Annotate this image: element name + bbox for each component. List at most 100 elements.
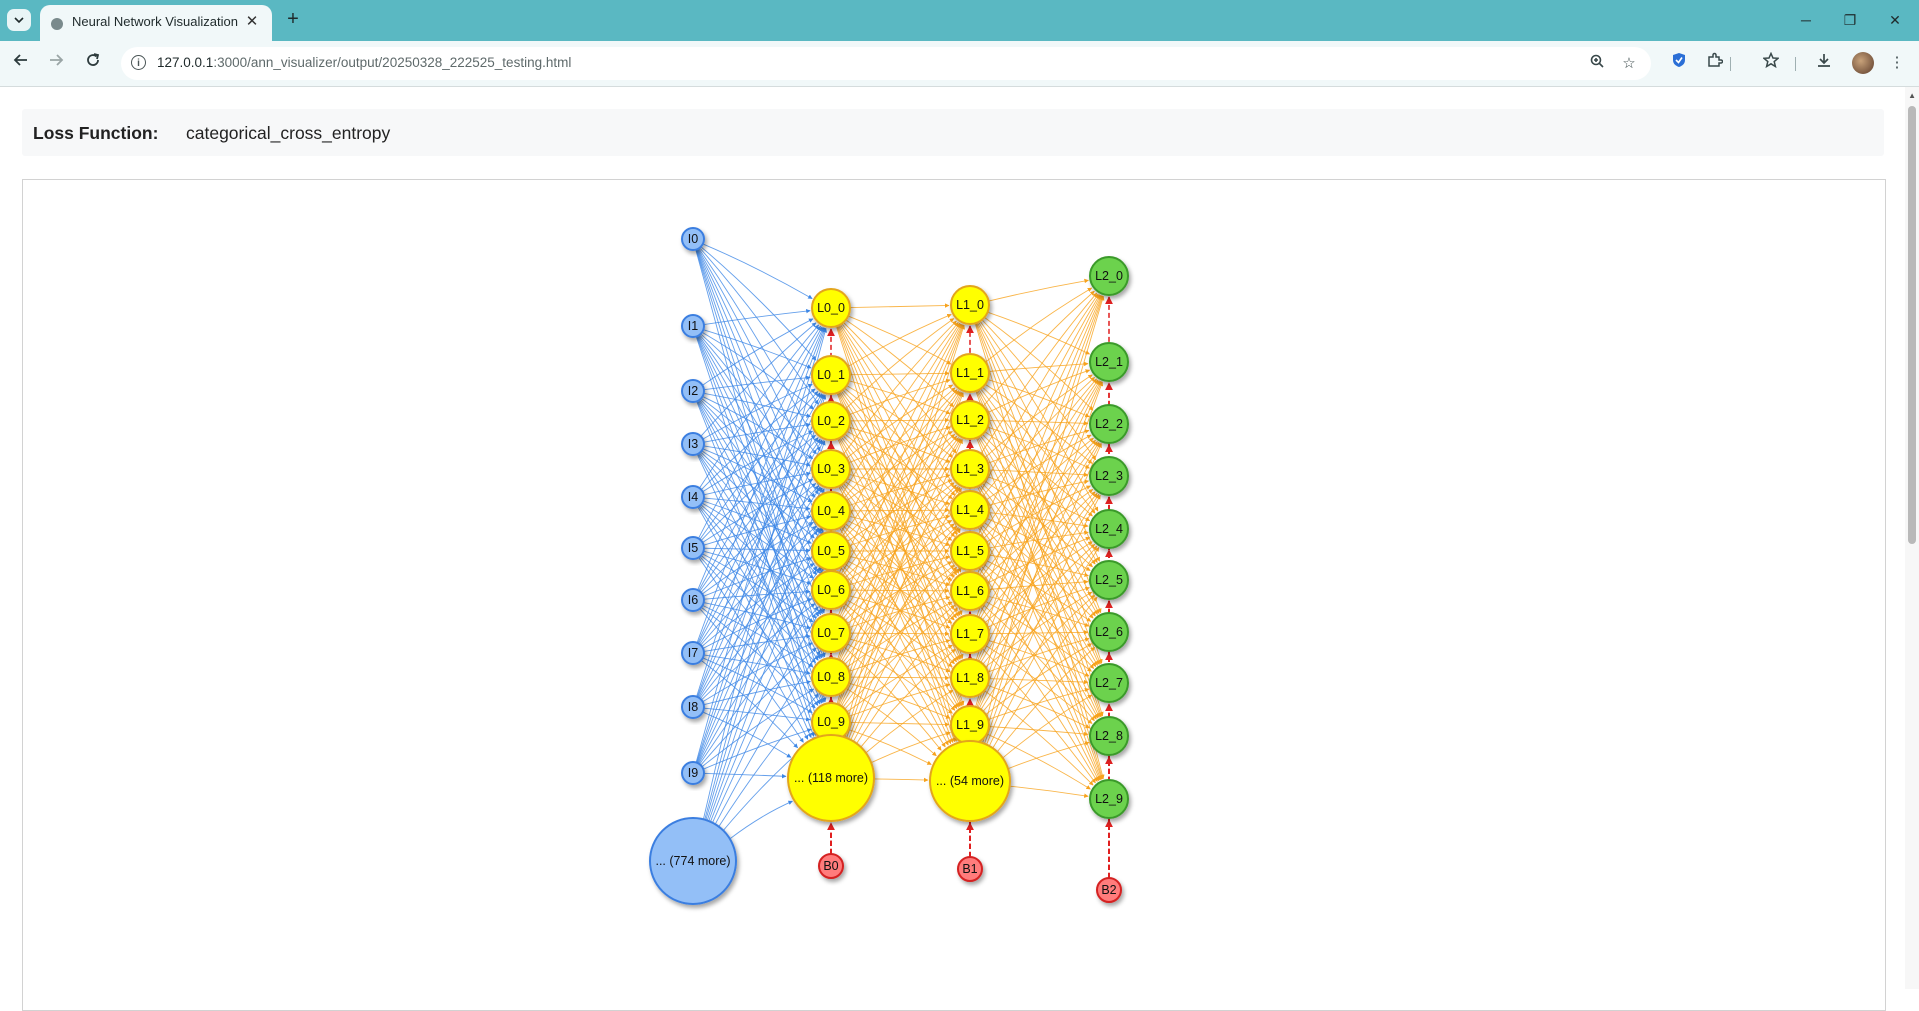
node-label: L2_1 <box>1095 355 1123 369</box>
network-node[interactable]: L2_0 <box>1089 256 1129 296</box>
network-node[interactable]: I6 <box>681 588 705 612</box>
network-node[interactable]: L1_0 <box>950 285 990 325</box>
network-node[interactable]: L0_2 <box>811 401 851 441</box>
network-node[interactable]: L2_8 <box>1089 716 1129 756</box>
network-node[interactable]: L0_1 <box>811 355 851 395</box>
network-node[interactable]: L0_3 <box>811 449 851 489</box>
profile-avatar[interactable] <box>1852 52 1874 74</box>
network-node[interactable]: L2_4 <box>1089 509 1129 549</box>
network-node[interactable]: L1_8 <box>950 658 990 698</box>
connection-edge <box>698 325 821 539</box>
address-bar[interactable]: i 127.0.0.1:3000/ann_visualizer/output/2… <box>121 47 1651 80</box>
network-node[interactable]: L2_1 <box>1089 342 1129 382</box>
bookmarks-icon[interactable] <box>1760 51 1782 74</box>
network-node[interactable]: I9 <box>681 761 705 785</box>
network-node[interactable]: I2 <box>681 379 705 403</box>
connection-edge <box>718 693 819 827</box>
kebab-menu-icon[interactable]: ⋮ <box>1889 54 1905 71</box>
connection-edge <box>838 391 962 660</box>
shield-extension-icon[interactable] <box>1668 52 1690 74</box>
scroll-up-arrow-icon[interactable]: ▲ <box>1908 91 1916 100</box>
collapsed-nodes-node[interactable]: ... (118 more) <box>787 734 875 822</box>
network-node[interactable]: L2_6 <box>1089 612 1129 652</box>
tab-search-button[interactable] <box>7 9 31 31</box>
connection-edge <box>985 383 1093 464</box>
browser-tab-active[interactable]: Neural Network Visualization ✕ <box>40 5 272 41</box>
connection-edge <box>843 646 942 751</box>
network-node[interactable]: L1_7 <box>950 614 990 654</box>
connection-edge <box>865 689 954 754</box>
connection-edge <box>702 383 813 440</box>
network-node[interactable]: L1_9 <box>950 705 990 745</box>
close-tab-icon[interactable]: ✕ <box>245 13 259 30</box>
extensions-puzzle-icon[interactable] <box>1704 52 1726 74</box>
network-node[interactable]: L2_2 <box>1089 404 1129 444</box>
connection-edge <box>977 442 1101 708</box>
connection-edge <box>700 434 816 541</box>
scrollbar-thumb[interactable] <box>1908 106 1916 544</box>
network-node[interactable]: L2_7 <box>1089 663 1129 703</box>
connection-edge <box>698 568 821 764</box>
node-circle <box>950 353 990 393</box>
download-icon[interactable] <box>1813 52 1835 74</box>
bias-node[interactable]: B1 <box>957 856 983 882</box>
network-node[interactable]: L2_9 <box>1089 779 1129 819</box>
bias-node[interactable]: B0 <box>818 853 844 879</box>
zoom-icon[interactable] <box>1587 54 1607 74</box>
close-window-button[interactable]: ✕ <box>1889 12 1901 28</box>
network-node[interactable]: L1_5 <box>950 531 990 571</box>
node-label: L1_1 <box>956 366 984 380</box>
connection-edge <box>837 392 963 705</box>
connection-edge <box>696 453 815 737</box>
network-node[interactable]: I7 <box>681 641 705 665</box>
network-node[interactable]: L0_4 <box>811 491 851 531</box>
network-node[interactable]: L0_6 <box>811 570 851 610</box>
network-node[interactable]: I4 <box>681 485 705 509</box>
connection-edge <box>699 437 819 592</box>
network-node[interactable]: L2_3 <box>1089 456 1129 496</box>
node-label: I4 <box>688 490 698 504</box>
connection-edge <box>984 489 1094 580</box>
node-label: L0_4 <box>817 504 845 518</box>
network-node[interactable]: I0 <box>681 227 705 251</box>
connection-edge <box>849 675 950 681</box>
restore-window-button[interactable]: ❐ <box>1843 12 1857 28</box>
new-tab-button[interactable]: + <box>287 8 299 30</box>
connection-edge <box>703 500 812 544</box>
network-node[interactable]: L1_6 <box>950 571 990 611</box>
network-node[interactable]: L1_1 <box>950 353 990 393</box>
bias-node[interactable]: B2 <box>1096 877 1122 903</box>
network-node[interactable]: L0_8 <box>811 657 851 697</box>
site-info-icon[interactable]: i <box>131 55 146 70</box>
node-circle <box>811 657 851 697</box>
collapsed-nodes-node[interactable]: ... (774 more) <box>649 817 737 905</box>
network-node[interactable]: L0_0 <box>811 288 851 328</box>
connection-edge <box>976 381 1102 708</box>
forward-button[interactable] <box>43 50 69 76</box>
network-node[interactable]: I5 <box>681 536 705 560</box>
network-node[interactable]: I1 <box>681 314 705 338</box>
connection-edge <box>712 608 822 823</box>
back-button[interactable] <box>8 50 34 76</box>
node-label: L0_2 <box>817 414 845 428</box>
network-node[interactable]: L1_3 <box>950 449 990 489</box>
reload-button[interactable] <box>80 50 106 76</box>
connection-edge <box>697 393 823 644</box>
network-node[interactable]: I3 <box>681 432 705 456</box>
bookmark-star-icon[interactable]: ☆ <box>1622 55 1636 72</box>
network-node[interactable]: L0_5 <box>811 531 851 571</box>
minimize-window-button[interactable]: ─ <box>1801 12 1811 28</box>
node-label: B1 <box>962 862 977 876</box>
network-node[interactable]: L1_4 <box>950 490 990 530</box>
collapsed-nodes-node[interactable]: ... (54 more) <box>929 740 1011 822</box>
connection-edge <box>698 506 821 705</box>
network-node[interactable]: L0_7 <box>811 613 851 653</box>
network-node[interactable]: L2_5 <box>1089 560 1129 600</box>
node-circle <box>811 401 851 441</box>
network-node[interactable]: I8 <box>681 695 705 719</box>
connection-edge <box>697 248 824 533</box>
network-node[interactable]: L1_2 <box>950 400 990 440</box>
connection-edge <box>695 327 826 763</box>
